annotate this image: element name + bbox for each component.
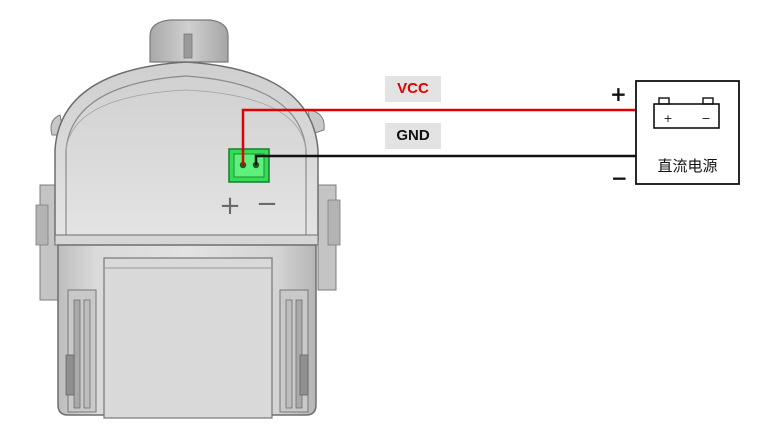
dc-power-supply: + − [635,80,740,185]
gnd-wire [254,154,636,165]
psu-plus-sign: + [610,82,627,106]
connector-minus-mark: − [256,189,278,219]
terminal-connector [228,148,270,183]
vcc-label: VCC [385,76,441,102]
connector-plus-mark: + [219,191,241,221]
battery-plus-mark: + [663,112,672,125]
battery-minus-mark: − [701,112,710,125]
vcc-wire [241,108,636,165]
psu-minus-sign: − [611,166,628,190]
gnd-label: GND [385,123,441,149]
power-supply-label: 直流电源 [657,157,718,175]
battery-icon [653,97,720,129]
sensor-device [35,19,341,419]
